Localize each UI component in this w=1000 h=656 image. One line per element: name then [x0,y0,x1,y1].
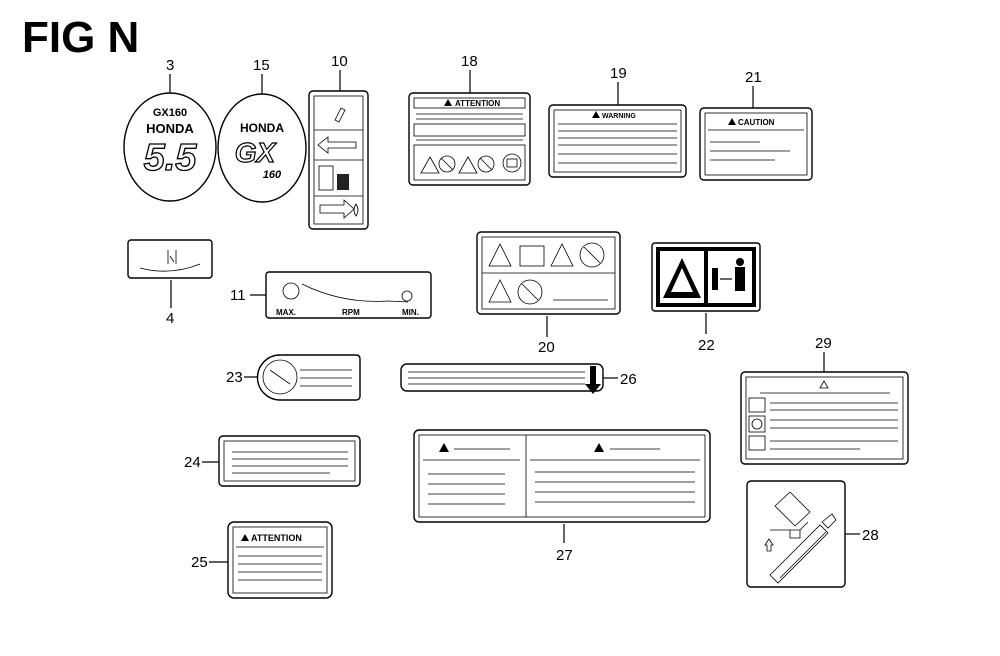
callout-29: 29 [815,335,832,352]
label-18-header: ATTENTION [455,99,500,108]
emblem-15-line3: 160 [263,169,282,181]
prohibited-icon [579,242,605,268]
emblem-15-line1: HONDA [240,121,284,135]
callout-23: 23 [226,369,243,386]
emblem-3-line3: 5.5 [144,137,198,179]
person-icon [736,258,744,266]
warning-triangle-icon [594,443,604,452]
part-20-label: 20 [476,231,621,356]
callout-19: 19 [610,65,627,82]
part-27-label: 27 [413,429,711,564]
gear-icon [748,415,766,433]
callout-24: 24 [184,454,201,471]
callout-18: 18 [461,53,478,70]
part-21-label: 21 CAUTION [699,69,813,181]
warning-triangle-icon [550,243,574,267]
part-28-label: 28 [746,480,879,588]
part-23-label: 23 [226,354,361,401]
fuel-can-icon [774,491,811,527]
warning-triangle-icon [592,111,600,118]
label-25-header: ATTENTION [251,533,302,543]
fuel-can-icon [337,174,349,190]
prohibited-icon [517,279,543,305]
warning-triangle-icon [444,99,452,106]
machine-icon [748,397,766,413]
part-10-label: 10 [308,53,369,230]
callout-28: 28 [862,527,879,544]
warning-triangle-icon [241,534,249,541]
callout-26: 26 [620,371,637,388]
label-19-header: WARNING [602,113,636,120]
arrow-down-icon [585,366,601,394]
manual-book-icon [519,245,545,267]
part-4-label: 4 [127,239,213,327]
drop-icon [353,203,359,217]
part-15-emblem: 15 HONDA GX 160 [217,57,307,203]
callout-21: 21 [745,69,762,86]
callout-27: 27 [556,547,573,564]
prohibited-icon [438,155,456,173]
callout-15: 15 [253,57,270,74]
warning-triangle-icon [819,380,829,389]
fuel-pump-icon [318,165,334,191]
warning-triangle-icon [488,243,512,267]
prohibited-icon [477,155,495,173]
warning-triangle-icon [420,156,440,174]
warning-triangle-icon [488,279,512,303]
callout-3: 3 [166,57,174,74]
part-11-label: 11 MAX. RPM MIN. [230,271,432,319]
callout-20: 20 [538,339,555,356]
part-22-label: 22 [651,242,761,354]
rabbit-icon [282,282,300,300]
fuel-nozzle-icon [769,524,829,584]
callout-11: 11 [230,287,246,304]
arrow-up-icon [789,530,801,539]
figure-title: FIG N [22,13,139,62]
label-11-min: MIN. [402,308,419,317]
warning-triangle-icon [728,118,736,125]
callout-22: 22 [698,337,715,354]
manual-book-icon [748,435,766,451]
part-3-emblem: 3 GX160 HONDA 5.5 [123,57,217,202]
callout-10: 10 [331,53,348,70]
part-29-label: 29 [740,335,909,465]
label-11-rpm: RPM [342,308,360,317]
part-25-label: 25 ATTENTION [191,521,333,599]
callout-4: 4 [166,310,174,327]
choke-lever-icon [334,107,346,123]
emblem-3-line1: GX160 [153,107,187,119]
label-21-header: CAUTION [738,118,775,127]
warning-triangle-icon [439,443,449,452]
arrow-right-icon [319,199,355,219]
callout-25: 25 [191,554,208,571]
emblem-3-line2: HONDA [146,121,194,136]
part-26-label: 26 [400,363,637,394]
part-18-label: 18 ATTENTION [408,53,531,186]
arrow-left-icon [317,136,357,154]
warning-triangle-icon [458,156,478,174]
manual-book-icon [502,153,522,173]
part-24-label: 24 [184,435,361,487]
engine-symbol-icon [262,359,298,395]
turtle-icon [401,290,413,302]
label-11-max: MAX. [276,308,296,317]
emblem-15-line2: GX [235,137,278,168]
part-19-label: 19 WARNING [548,65,687,178]
